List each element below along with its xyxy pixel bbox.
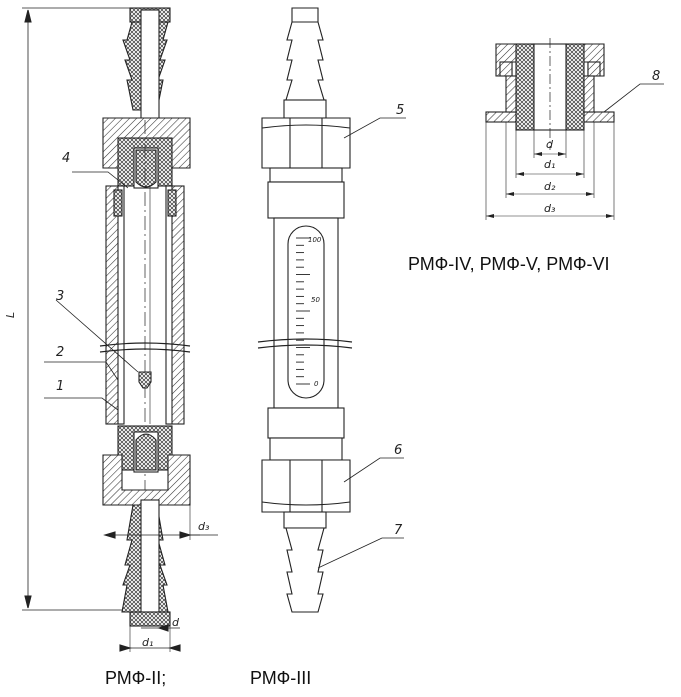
caption-rmf-iv-v-vi: РМФ-IV, РМФ-V, РМФ-VI (408, 254, 610, 274)
callout-6: 6 (394, 443, 402, 458)
inset-dim-d1-label: d₁ (544, 158, 555, 171)
caption-rmf-ii: РМФ-II; (105, 668, 167, 688)
dim-d3-label: d₃ (198, 520, 210, 533)
scale-label-top: 100 (308, 236, 322, 244)
callout-8: 8 (652, 69, 660, 84)
callout-2: 2 (56, 345, 64, 360)
callout-1: 1 (56, 379, 64, 394)
caption-rmf-iii: РМФ-III (250, 668, 312, 688)
sectional-view-rmf-ii (22, 7, 218, 652)
dim-d-label: d (172, 616, 180, 629)
callout-3: 3 (56, 289, 64, 304)
dim-d1-label: d₁ (142, 636, 153, 649)
scale-label-bottom: 0 (314, 380, 319, 388)
external-view-rmf-iii (257, 7, 353, 613)
inset-dim-d2-label: d₂ (544, 180, 556, 193)
callout-7: 7 (394, 523, 403, 538)
leaders-middle (317, 117, 406, 569)
callout-5: 5 (396, 103, 404, 118)
inset-dim-d-label: d (546, 138, 554, 151)
callout-4: 4 (62, 151, 70, 166)
inset-dim-d3-label: d₃ (544, 202, 556, 215)
inset-flange-detail (485, 38, 664, 220)
dim-l-label: L (4, 312, 17, 318)
scale-label-mid: 50 (311, 296, 320, 304)
scale-ticks (296, 237, 310, 385)
